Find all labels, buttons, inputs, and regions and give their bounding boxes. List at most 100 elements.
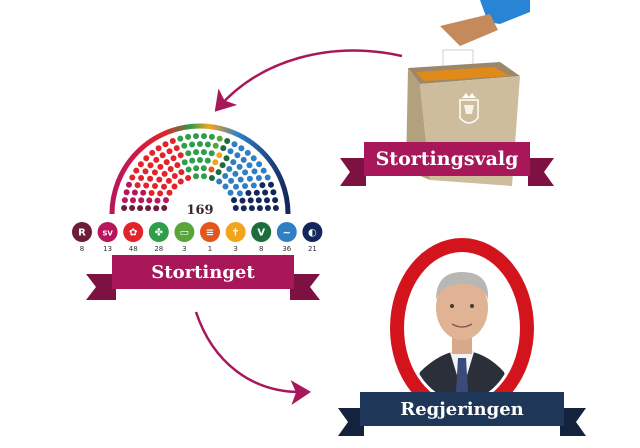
seat-dot-sp xyxy=(189,141,196,148)
seat-dot-sp xyxy=(201,133,207,140)
seat-dot-h xyxy=(256,161,263,168)
seat-dot-ap xyxy=(157,163,164,170)
seat-dot-frp xyxy=(264,205,271,211)
seat-dot-sv xyxy=(123,189,130,196)
party-logo-sv-icon xyxy=(97,222,118,242)
seat-dot-v xyxy=(224,138,231,144)
party-seat-count-frp: 21 xyxy=(308,245,317,253)
ribbon-stortingsvalg: Stortingsvalg xyxy=(340,142,554,186)
seat-dot-ap xyxy=(169,138,176,144)
party-seat-count-ap: 48 xyxy=(129,245,138,253)
party-logo-frp-icon xyxy=(302,222,323,242)
party-glyph-sv: SV xyxy=(102,230,113,238)
seat-dot-mdg xyxy=(212,142,219,149)
arrow-election-to-parliament xyxy=(214,49,403,112)
seat-dot-h xyxy=(228,177,235,184)
seat-dot-frp xyxy=(256,205,263,212)
seat-dot-rodt xyxy=(153,205,160,212)
seat-dot-sp xyxy=(185,166,192,173)
seat-dot-h xyxy=(236,163,243,170)
seat-dot-sp xyxy=(181,142,188,149)
seat-dot-mdg xyxy=(216,135,223,142)
seat-dot-sp xyxy=(193,165,200,172)
seat-dot-h xyxy=(240,156,247,163)
seat-dot-v xyxy=(223,155,230,162)
party-glyph-mdg: ▭ xyxy=(180,228,189,239)
seat-dot-sv xyxy=(154,197,161,204)
seat-dot-frp xyxy=(272,205,279,211)
seat-dot-ap xyxy=(147,175,154,182)
party-ap: ✿ 48 xyxy=(123,222,144,253)
seat-dot-ap xyxy=(134,182,141,189)
seat-dot-frp xyxy=(253,189,260,196)
seat-dot-v xyxy=(220,145,227,152)
party-glyph-ap: ✿ xyxy=(129,228,137,239)
seat-dot-rodt xyxy=(129,205,136,211)
seat-dot-h xyxy=(250,182,257,189)
seat-dot-frp xyxy=(245,190,252,196)
seat-dot-h xyxy=(237,176,244,183)
seat-dot-ap xyxy=(177,152,184,159)
seat-dot-frp xyxy=(264,197,270,204)
portrait-frame xyxy=(390,238,534,418)
seat-dot-sv xyxy=(146,197,153,204)
total-seats-label: 169 xyxy=(186,203,213,218)
seat-dot-sv xyxy=(130,197,136,204)
seat-dot-sp xyxy=(200,165,207,172)
seat-dot-sp xyxy=(181,159,188,166)
seat-dot-ap xyxy=(157,190,164,197)
seat-dot-ap xyxy=(151,169,158,176)
party-krf: ✝3 xyxy=(225,222,246,253)
seat-dot-sp xyxy=(185,150,192,157)
party-glyph-rodt: R xyxy=(78,228,86,239)
seat-dot-ap xyxy=(171,173,178,179)
seat-dot-ap xyxy=(142,168,149,175)
seat-dot-sp xyxy=(193,173,199,180)
party-frp: ◐ 21 xyxy=(302,222,323,253)
seat-dot-h xyxy=(238,145,245,152)
seat-dot-krf xyxy=(216,152,223,159)
party-logo-mdg-icon xyxy=(174,222,195,242)
parliament-hemicycle: 169 xyxy=(109,123,291,218)
party-sv: SV 13 xyxy=(97,222,118,253)
seat-dots xyxy=(121,133,279,212)
seat-dot-frp xyxy=(270,189,277,196)
seat-dot-frp xyxy=(231,197,237,204)
party-logo-ap-icon xyxy=(123,222,144,242)
party-seat-count-h: 36 xyxy=(282,245,291,253)
seat-dot-sv xyxy=(126,181,132,188)
seat-dot-ap xyxy=(166,189,173,196)
seat-dot-ap xyxy=(159,152,166,159)
seat-dot-rodt xyxy=(145,205,152,212)
seat-dot-h xyxy=(233,183,239,190)
seat-dot-v xyxy=(219,162,226,169)
party-glyph-sp: ✤ xyxy=(155,228,163,239)
seat-dot-ap xyxy=(174,162,181,169)
seat-dot-h xyxy=(250,155,257,162)
party-glyph-frp: ◐ xyxy=(308,228,317,239)
seat-dot-frp xyxy=(239,197,246,204)
seat-dot-sp xyxy=(197,157,203,163)
seat-dot-h xyxy=(246,175,253,182)
seat-dot-sp xyxy=(189,157,196,164)
party-logo-pf-icon xyxy=(200,222,220,242)
party-seat-count-sp: 28 xyxy=(154,245,163,253)
seat-dot-frp xyxy=(262,189,269,196)
seat-dot-ap xyxy=(153,156,160,163)
seat-dot-ap xyxy=(161,183,167,190)
seat-dot-frp xyxy=(268,181,274,188)
party-mdg: ▭3 xyxy=(174,222,195,253)
seat-dot-sv xyxy=(121,197,128,204)
party-logo-v-icon xyxy=(251,222,272,242)
election-label: Stortingsvalg xyxy=(376,148,519,170)
party-seat-count-rodt: 8 xyxy=(80,245,84,253)
seat-dot-ap xyxy=(185,175,192,181)
party-logo-sp-icon xyxy=(148,222,169,242)
ribbon-stortinget: Stortinget xyxy=(86,255,320,300)
prime-minister-photo xyxy=(407,255,517,401)
party-v: V8 xyxy=(251,222,272,253)
party-seat-count-sv: 13 xyxy=(103,245,112,253)
seat-dot-rodt xyxy=(137,205,144,212)
seat-dot-h xyxy=(216,178,223,185)
